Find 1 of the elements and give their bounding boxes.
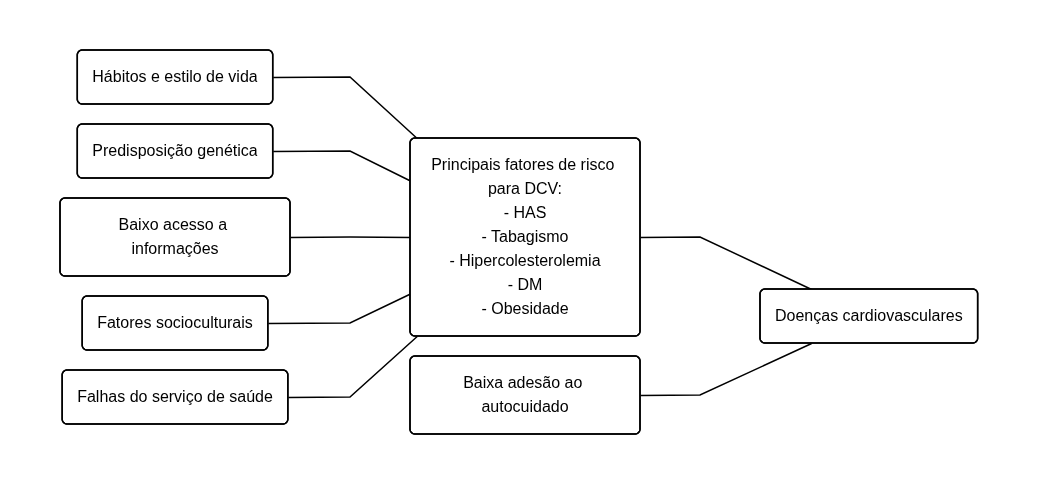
connector [272,75,419,139]
